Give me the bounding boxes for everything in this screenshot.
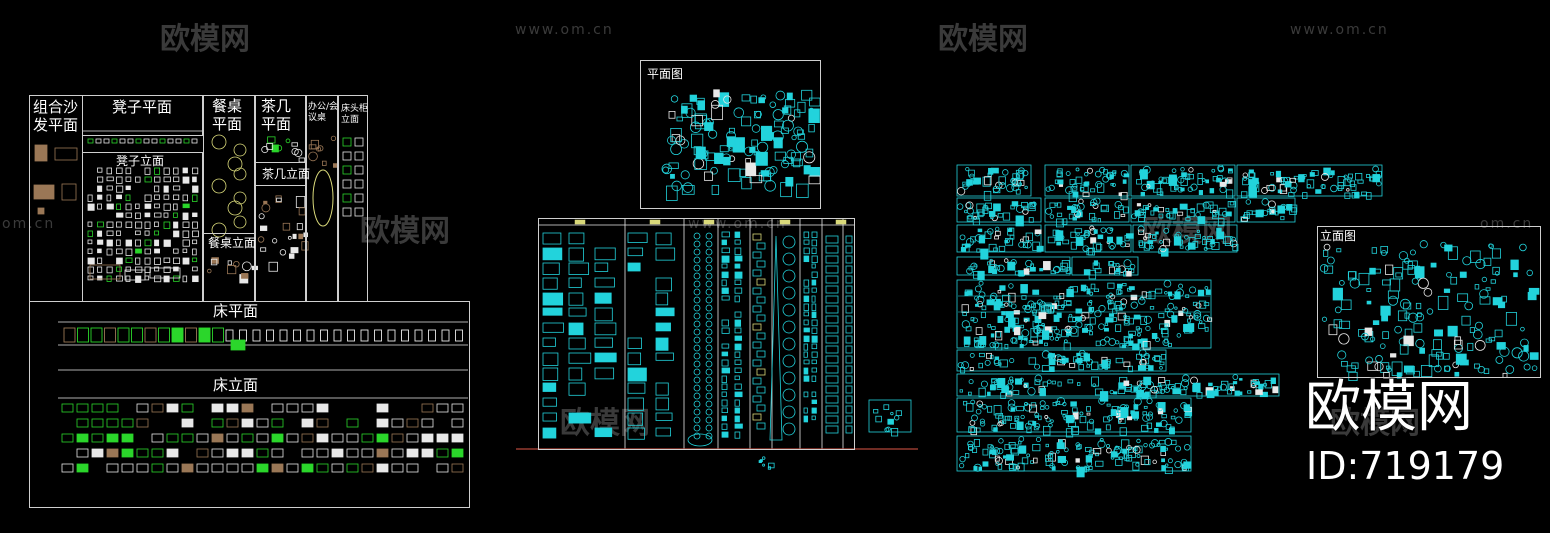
dining-plan-label: 餐桌 平面 bbox=[212, 97, 243, 133]
elevation-view-label: 立面图 bbox=[1320, 229, 1357, 243]
stool-elev-label: 凳子立面 bbox=[116, 154, 165, 168]
watermark-logo: 欧模网 bbox=[1330, 406, 1420, 441]
plan-view-label: 平面图 bbox=[647, 67, 684, 81]
stool-plan-cell bbox=[82, 95, 203, 136]
sofa-plan-label: 组合沙 发平面 bbox=[33, 98, 79, 134]
dining-elev-label: 餐桌立面 bbox=[208, 236, 257, 250]
brand-id-text: ID:719179 bbox=[1306, 444, 1505, 488]
plan-view-frame bbox=[640, 60, 821, 209]
office-cell bbox=[306, 95, 338, 302]
teatable-plan-label: 茶几 平面 bbox=[261, 97, 292, 133]
bed-panel-frame bbox=[29, 301, 470, 508]
watermark-url: om.cn bbox=[1480, 216, 1534, 232]
watermark-logo: 欧模网 bbox=[160, 22, 250, 57]
watermark-logo: 欧模网 bbox=[938, 22, 1028, 57]
elevation-grid-frame bbox=[538, 218, 855, 450]
bed-elev-label: 床立面 bbox=[213, 376, 259, 394]
elevation-view-frame bbox=[1317, 226, 1541, 378]
bed-plan-label: 床平面 bbox=[213, 302, 259, 320]
brand-logo-text: 欧模网 bbox=[1305, 375, 1473, 440]
bedside-elev-label: 床头柜 立面 bbox=[341, 104, 369, 125]
office-table-label: 办公/会 议桌 bbox=[308, 102, 339, 123]
watermark-url: om.cn bbox=[2, 216, 56, 232]
teatable-elev-cell bbox=[255, 162, 306, 186]
bedside-cell bbox=[338, 95, 368, 302]
stool-elev-cell bbox=[82, 152, 203, 302]
watermark-url: www.om.cn bbox=[515, 22, 614, 38]
stool-plan-label: 凳子平面 bbox=[112, 98, 173, 116]
watermark-url: www.om.cn bbox=[1290, 22, 1389, 38]
watermark-logo: 欧模网 bbox=[360, 214, 450, 249]
teatable-elev-label: 茶几立面 bbox=[262, 167, 311, 181]
